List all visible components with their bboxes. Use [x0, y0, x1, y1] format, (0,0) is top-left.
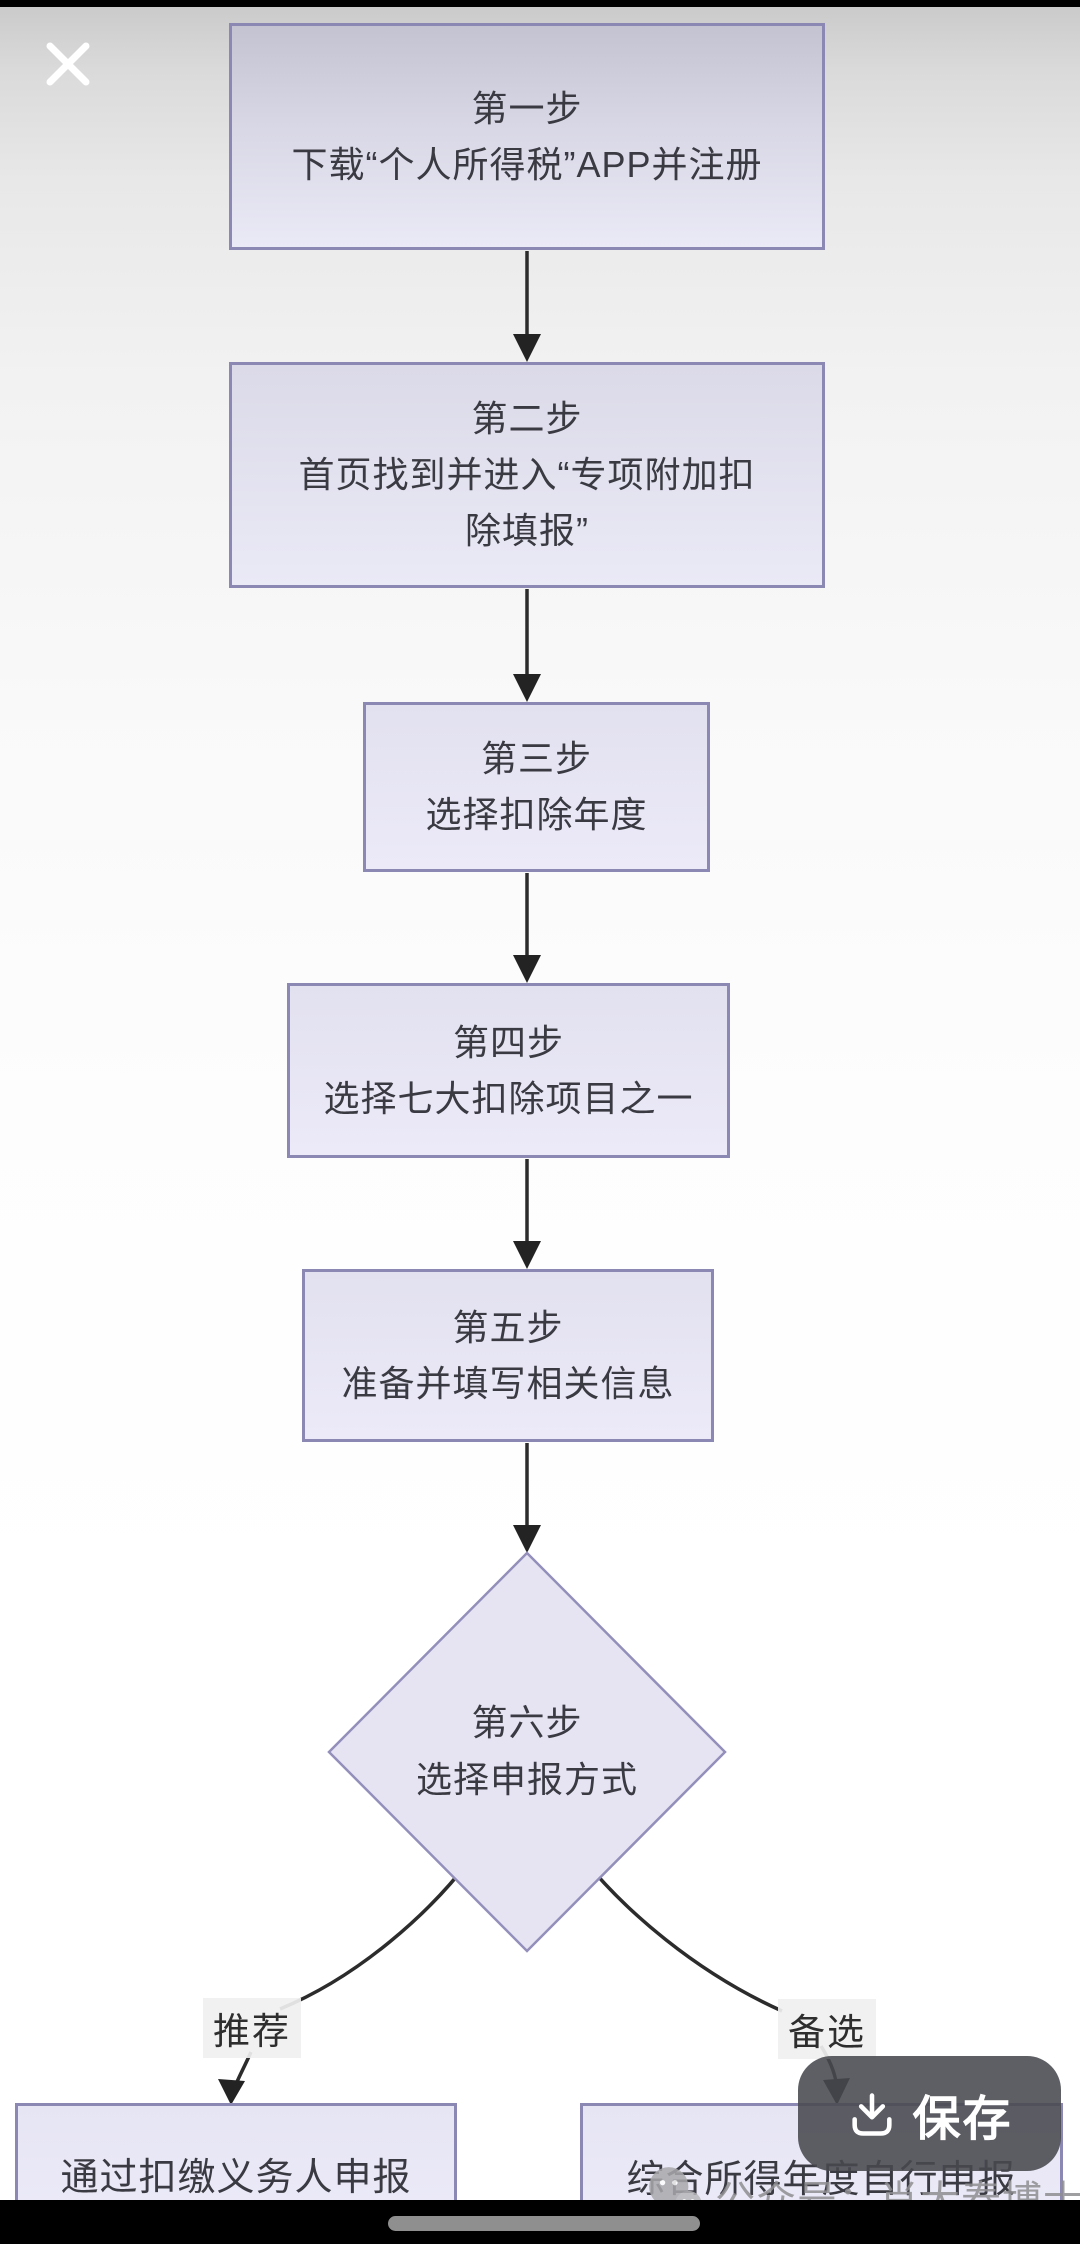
flow-node-step2: 第二步 首页找到并进入“专项附加扣除填报”: [229, 362, 825, 588]
step1-text: 下载“个人所得税”APP并注册: [291, 143, 763, 185]
step5-text: 准备并填写相关信息: [341, 1362, 675, 1404]
flow-node-step5: 第五步 准备并填写相关信息: [302, 1269, 714, 1442]
step2-text: 首页找到并进入“专项附加扣除填报”: [298, 454, 756, 551]
step6-title: 第六步: [471, 1702, 583, 1743]
step4-title: 第四步: [452, 1021, 564, 1063]
close-icon[interactable]: [40, 34, 96, 90]
flow-node-step1: 第一步 下载“个人所得税”APP并注册: [229, 23, 825, 250]
flow-node-step4: 第四步 选择七大扣除项目之一: [287, 983, 730, 1158]
step6-text: 选择申报方式: [415, 1759, 638, 1800]
download-icon: [852, 2092, 893, 2136]
step5-title: 第五步: [452, 1306, 564, 1348]
step4-text: 选择七大扣除项目之一: [323, 1077, 694, 1119]
save-button[interactable]: 保存: [798, 2056, 1061, 2171]
step2-title: 第二步: [471, 398, 583, 439]
home-indicator-handle[interactable]: [388, 2216, 700, 2231]
step3-text: 选择扣除年度: [425, 794, 648, 835]
flow-node-step6-decision: 第六步 选择申报方式: [367, 1694, 687, 1808]
save-button-label: 保存: [912, 2092, 1013, 2146]
top-letterbox-strip: [0, 0, 1080, 7]
branch-label-recommended: 推荐: [203, 1998, 301, 2058]
flow-arrowheads: [218, 334, 850, 2105]
branch-label-alternative: 备选: [778, 1999, 876, 2059]
flow-node-step3: 第三步 选择扣除年度: [363, 702, 710, 872]
step3-title: 第三步: [480, 738, 592, 779]
step1-title: 第一步: [471, 87, 583, 129]
result-left-text: 通过扣缴义务人申报: [60, 2157, 412, 2199]
